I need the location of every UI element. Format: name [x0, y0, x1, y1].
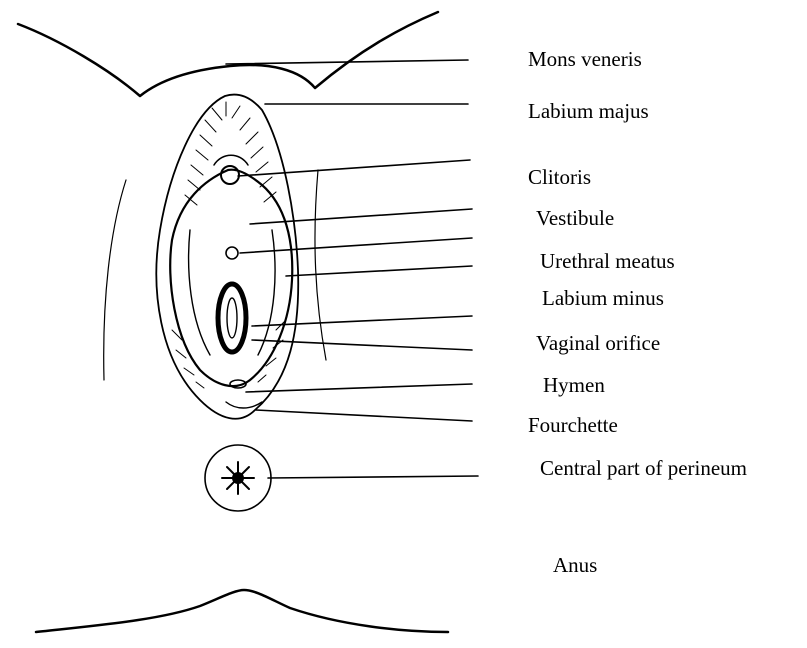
vaginal-orifice-inner — [227, 298, 237, 338]
lower-body-outline — [36, 590, 448, 632]
labium-minus-inner — [189, 230, 275, 355]
leader-fourchette — [256, 410, 472, 421]
clitoris-hood — [214, 155, 248, 165]
leader-urethral-meatus — [240, 238, 472, 253]
label-central-part-of-perineum: Central part of perineum — [540, 458, 747, 479]
label-mons-veneris: Mons veneris — [528, 49, 642, 70]
label-urethral-meatus: Urethral meatus — [540, 251, 675, 272]
label-labium-minus: Labium minus — [542, 288, 664, 309]
left-thigh-contour — [104, 180, 126, 380]
leader-vaginal-orifice — [252, 340, 472, 350]
leader-labium-minus — [286, 266, 472, 276]
leader-clitoris — [238, 160, 470, 176]
leader-lines — [226, 60, 478, 478]
label-fourchette: Fourchette — [528, 415, 618, 436]
vaginal-orifice-shape — [218, 284, 246, 352]
label-labium-majus: Labium majus — [528, 101, 649, 122]
label-vaginal-orifice: Vaginal orifice — [536, 333, 660, 354]
label-vestibule: Vestibule — [536, 208, 614, 229]
label-anus: Anus — [553, 555, 597, 576]
drawing — [18, 12, 478, 632]
upper-body-outline — [18, 12, 438, 96]
leader-perineum — [268, 476, 478, 478]
fourchette-shape — [226, 402, 262, 408]
leader-hymen — [246, 384, 472, 392]
label-hymen: Hymen — [543, 375, 605, 396]
right-thigh-contour — [315, 170, 326, 360]
urethral-meatus-shape — [226, 247, 238, 259]
label-clitoris: Clitoris — [528, 167, 591, 188]
